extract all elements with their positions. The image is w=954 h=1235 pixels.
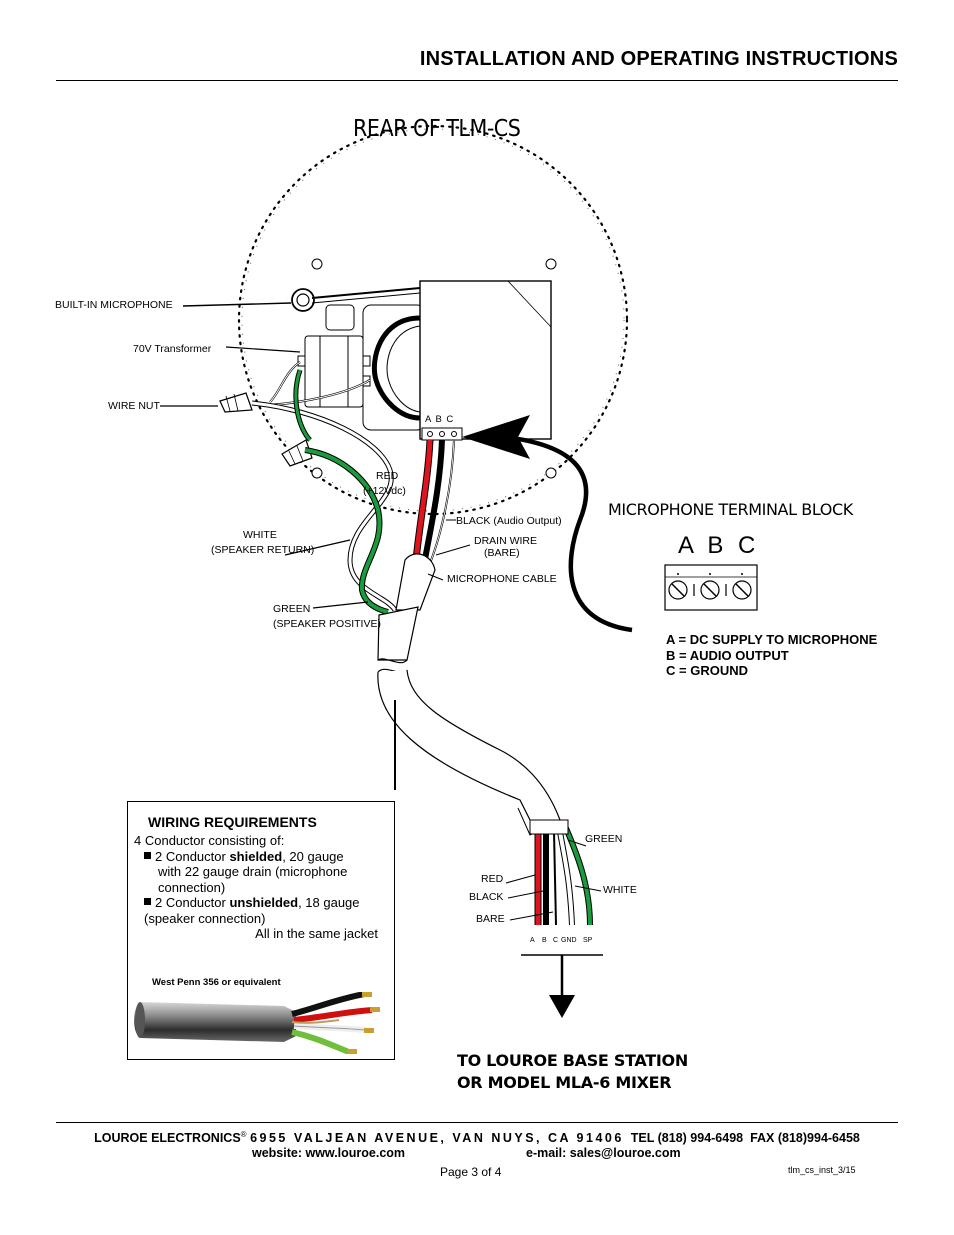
label-end-bare: BARE xyxy=(476,913,505,925)
legend-c: C = GROUND xyxy=(666,663,748,678)
terminal-legend: A = DC SUPPLY TO MICROPHONE B = AUDIO OU… xyxy=(666,632,877,679)
label-green: GREEN xyxy=(273,603,311,615)
pin-c: C xyxy=(553,937,559,944)
footer-rule xyxy=(56,1122,898,1123)
mount-hole-br xyxy=(545,467,557,479)
label-green-sub: (SPEAKER POSITIVE) xyxy=(273,618,381,630)
pin-a: A xyxy=(530,937,535,944)
footer-company: LOUROE ELECTRONICS xyxy=(94,1131,241,1146)
label-white: WHITE xyxy=(243,529,277,541)
destination-text: TO LOUROE BASE STATION OR MODEL MLA-6 MI… xyxy=(457,1050,688,1094)
label-end-black: BLACK xyxy=(469,891,504,903)
pin-b: B xyxy=(542,937,547,944)
wiring-item-1: 2 Conductor shielded, 20 gauge xyxy=(134,849,392,865)
destination-line-1: TO LOUROE BASE STATION xyxy=(457,1051,688,1070)
wiring-requirements-box: WIRING REQUIREMENTS 4 Conductor consisti… xyxy=(127,801,395,1060)
wiring-text: 4 Conductor consisting of: 2 Conductor s… xyxy=(134,833,392,942)
label-drain-bare: (BARE) xyxy=(484,547,520,559)
pin-sp: SP xyxy=(583,937,593,944)
label-white-sub: (SPEAKER RETURN) xyxy=(211,544,315,556)
label-drain-wire: DRAIN WIRE xyxy=(474,535,537,547)
mount-hole-bl xyxy=(311,467,323,479)
label-end-white: WHITE xyxy=(603,884,637,896)
label-wire-nut: WIRE NUT xyxy=(108,400,160,412)
label-red-voltage: (+12Vdc) xyxy=(363,485,406,497)
footer-reg: ® xyxy=(240,1130,247,1139)
wiring-jacket: All in the same jacket xyxy=(255,926,378,941)
label-black-audio: BLACK (Audio Output) xyxy=(456,515,562,527)
footer-address-line: LOUROE ELECTRONICS® 6955 VALJEAN AVENUE,… xyxy=(0,1130,954,1145)
label-end-red: RED xyxy=(481,873,504,885)
page-number: Page 3 of 4 xyxy=(440,1165,502,1179)
speaker-housing xyxy=(237,124,629,516)
header-rule xyxy=(56,80,898,81)
label-red: RED xyxy=(376,470,399,482)
footer-address: 6955 VALJEAN AVENUE, VAN NUYS, CA 91406 xyxy=(250,1131,624,1146)
wiring-item-1-cont-1: with 22 gauge drain (microphone xyxy=(158,864,348,879)
footer-tel: TEL (818) 994-6498 xyxy=(630,1131,744,1146)
label-transformer: 70V Transformer xyxy=(133,343,212,355)
label-abc-small: A B C xyxy=(425,414,455,425)
mount-hole-tr xyxy=(545,258,557,270)
mount-hole-tl xyxy=(311,258,323,270)
legend-b: B = AUDIO OUTPUT xyxy=(666,647,789,663)
diagram-title: REAR OF TLM-CS xyxy=(353,116,521,142)
label-end-green: GREEN xyxy=(585,833,623,845)
terminal-block-detail xyxy=(664,564,758,611)
footer-email[interactable]: e-mail: sales@louroe.com xyxy=(526,1146,681,1160)
page-header-title: INSTALLATION AND OPERATING INSTRUCTIONS xyxy=(419,48,898,70)
cable-illustration xyxy=(134,992,380,1054)
destination-line-2: OR MODEL MLA-6 MIXER xyxy=(457,1073,672,1092)
wiring-intro: 4 Conductor consisting of: xyxy=(134,833,285,848)
wiring-item-2: 2 Conductor unshielded, 18 gauge xyxy=(134,895,392,911)
mic-pcb xyxy=(419,280,552,440)
cable-caption: West Penn 356 or equivalent xyxy=(152,977,281,988)
wiring-item-2-cont: (speaker connection) xyxy=(144,910,266,926)
footer-website[interactable]: website: www.louroe.com xyxy=(252,1146,406,1160)
legend-a: A = DC SUPPLY TO MICROPHONE xyxy=(666,632,878,647)
terminal-block-letters: A B C xyxy=(678,532,760,559)
wiring-title: WIRING REQUIREMENTS xyxy=(148,814,317,830)
arrow-to-terminal-icon xyxy=(462,415,530,459)
pin-gnd: GND xyxy=(561,937,577,944)
document-code: tlm_cs_inst_3/15 xyxy=(788,1165,856,1175)
footer-fax: FAX (818)994-6458 xyxy=(750,1131,860,1146)
wiring-item-1-cont-2: connection) xyxy=(158,879,226,895)
label-builtin-microphone: BUILT-IN MICROPHONE xyxy=(55,299,173,311)
down-arrow-icon xyxy=(549,995,575,1018)
terminal-block-title: MICROPHONE TERMINAL BLOCK xyxy=(608,500,853,519)
label-mic-cable: MICROPHONE CABLE xyxy=(447,573,557,585)
